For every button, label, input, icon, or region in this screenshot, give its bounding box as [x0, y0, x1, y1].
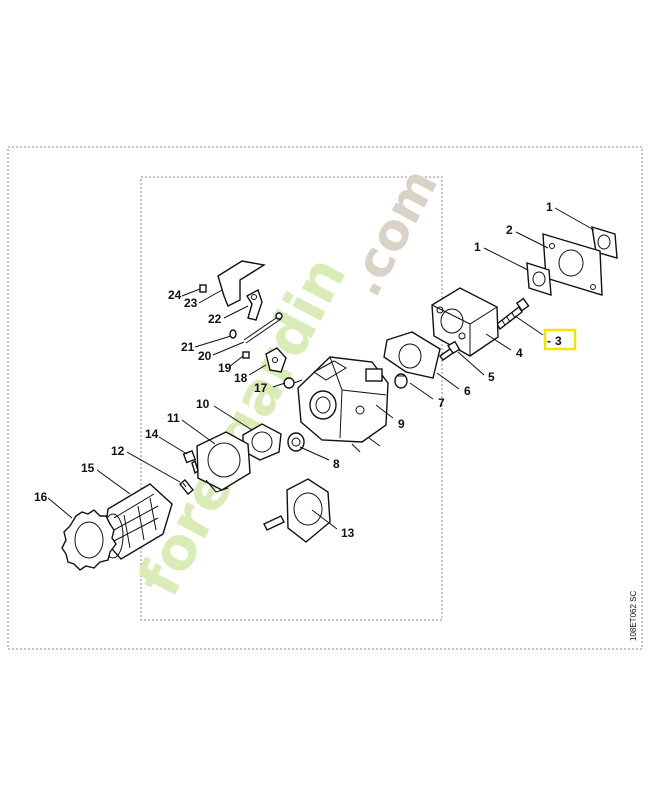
- part-gasket-1-lower: [526, 262, 552, 296]
- highlight-box: [543, 328, 577, 351]
- callout-17[interactable]: 17: [254, 381, 268, 395]
- callout-2[interactable]: 2: [506, 223, 513, 237]
- callout-18[interactable]: 18: [234, 371, 248, 385]
- callout-22[interactable]: 22: [208, 312, 222, 326]
- callout-1-upper[interactable]: 1: [546, 200, 553, 214]
- part-clip-21: [229, 329, 237, 339]
- callout-1-lower[interactable]: 1: [474, 240, 481, 254]
- part-screw-5: [439, 340, 461, 361]
- part-screw-24: [199, 284, 207, 293]
- part-gasket-10: [242, 423, 282, 461]
- callout-4[interactable]: 4: [516, 346, 523, 360]
- part-pump-housing-13: [263, 478, 331, 543]
- callout-7[interactable]: 7: [438, 396, 445, 410]
- callout-19[interactable]: 19: [218, 361, 232, 375]
- part-bushing-7: [394, 373, 408, 389]
- part-carburetor-9: [297, 356, 389, 453]
- part-pump-cover-11: [196, 431, 251, 493]
- part-bracket-23: [217, 260, 266, 307]
- part-screw-19: [242, 351, 250, 359]
- callout-9[interactable]: 9: [398, 417, 405, 431]
- callout-16[interactable]: 16: [34, 490, 48, 504]
- part-link-rod-20: [243, 312, 283, 344]
- part-stud-12: [179, 479, 194, 495]
- part-intake-block-4: [431, 287, 499, 357]
- part-plate-2: [542, 233, 603, 296]
- callout-14[interactable]: 14: [145, 427, 159, 441]
- figure-code: 108ET062 SC: [629, 591, 638, 641]
- highlight-dash: -: [547, 334, 551, 348]
- callout-5[interactable]: 5: [488, 370, 495, 384]
- callout-21[interactable]: 21: [181, 340, 195, 354]
- part-cap-8: [287, 432, 305, 452]
- watermark-text-gray: .com: [334, 159, 449, 306]
- leader-lines: [47, 207, 595, 530]
- callout-3[interactable]: 3: [555, 334, 562, 348]
- callout-15[interactable]: 15: [81, 461, 95, 475]
- part-filter-15: [102, 483, 173, 560]
- part-screw-3: [496, 297, 530, 331]
- part-gasket-6: [383, 331, 441, 379]
- callout-13[interactable]: 13: [341, 526, 355, 540]
- callout-23[interactable]: 23: [184, 296, 198, 310]
- callout-20[interactable]: 20: [198, 349, 212, 363]
- callout-labels: 1 1 2 4 5 6 7 8 9 10 11 12 13 14 15 16 1…: [34, 200, 553, 540]
- callout-6[interactable]: 6: [464, 384, 471, 398]
- part-lever-22: [246, 288, 263, 321]
- outer-frame: [7, 146, 643, 650]
- callout-11[interactable]: 11: [167, 411, 180, 425]
- callout-8[interactable]: 8: [333, 457, 340, 471]
- part-lever-18: [265, 347, 287, 373]
- callout-24[interactable]: 24: [168, 288, 182, 302]
- part-gear-ring-16: [61, 509, 117, 571]
- callout-12[interactable]: 12: [111, 444, 125, 458]
- callout-10[interactable]: 10: [196, 397, 210, 411]
